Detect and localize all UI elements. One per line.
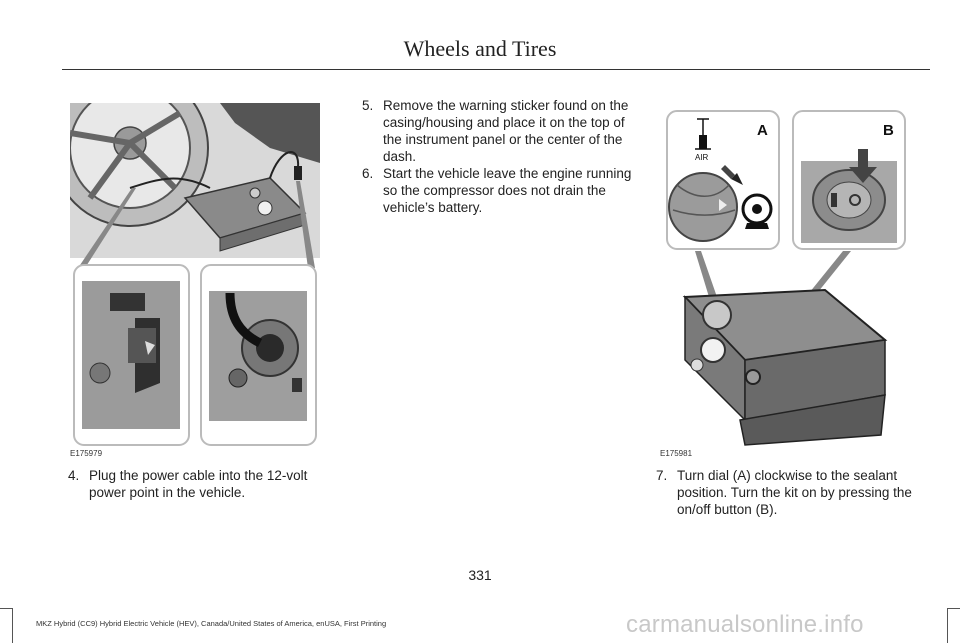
air-symbol-label: AIR	[695, 153, 709, 162]
figure-code-left: E175979	[70, 449, 103, 458]
step-5: 5. Remove the warning sticker found on t…	[362, 97, 632, 165]
step-5-number: 5.	[362, 98, 374, 113]
left-illustration	[70, 103, 320, 446]
step-7-number: 7.	[656, 468, 668, 483]
watermark[interactable]: carmanualsonline.info	[626, 611, 864, 638]
right-illustration: A AIR B	[666, 110, 906, 446]
crop-mark-right	[947, 608, 948, 643]
figure-code-right: E175981	[660, 449, 693, 458]
step-4-text: Plug the power cable into the 12-volt po…	[89, 468, 308, 500]
crop-mark-left	[12, 608, 13, 643]
step-5-text: Remove the warning sticker found on the …	[383, 98, 629, 164]
header-rule	[62, 69, 930, 70]
step-6-text: Start the vehicle leave the engine runni…	[383, 166, 632, 215]
page-number: 331	[468, 567, 492, 583]
page-title: Wheels and Tires	[403, 36, 557, 61]
step-4-number: 4.	[68, 468, 80, 483]
label-b: B	[883, 122, 894, 139]
step-6-number: 6.	[362, 166, 374, 181]
step-6: 6. Start the vehicle leave the engine ru…	[362, 165, 632, 216]
footer-text: MKZ Hybrid (CC9) Hybrid Electric Vehicle…	[36, 619, 387, 628]
step-7: 7. Turn dial (A) clockwise to the sealan…	[656, 467, 928, 518]
step-7-text: Turn dial (A) clockwise to the sealant p…	[677, 468, 912, 517]
crop-mark-right-h	[948, 608, 960, 609]
crop-mark-left-h	[0, 608, 12, 609]
label-a: A	[757, 122, 768, 139]
step-4: 4. Plug the power cable into the 12-volt…	[68, 467, 330, 501]
